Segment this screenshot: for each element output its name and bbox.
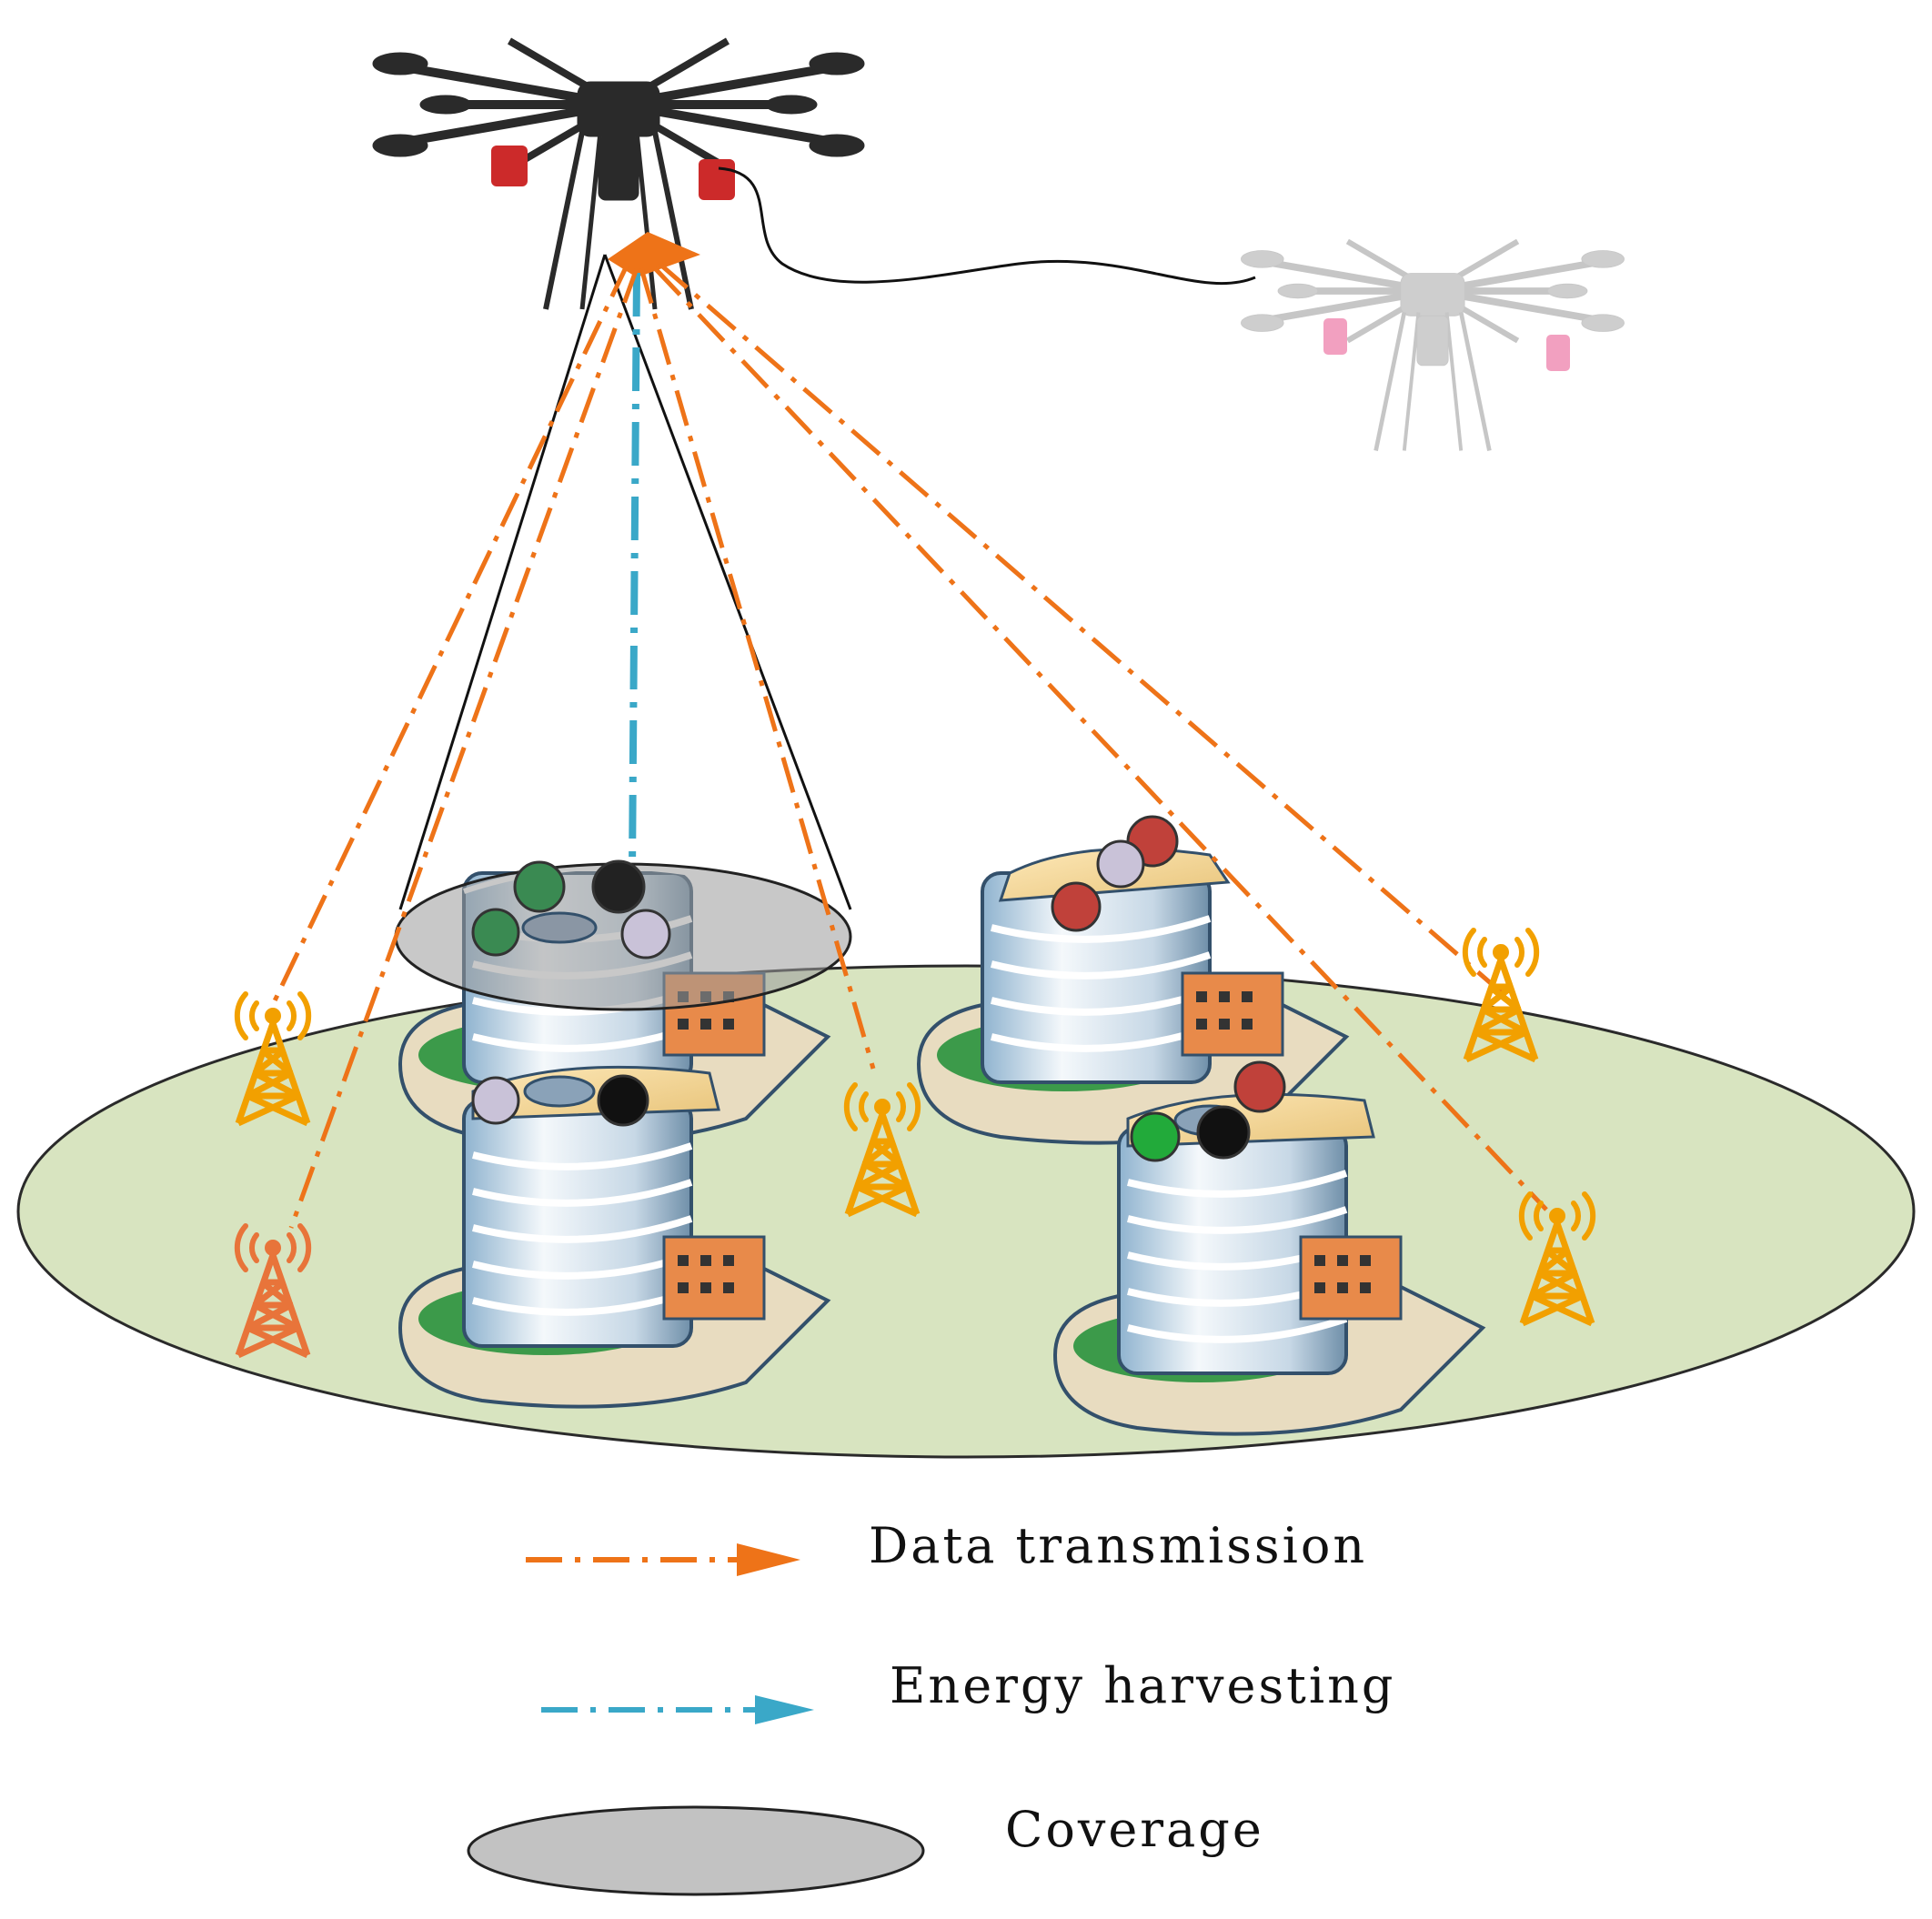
energy-harvesting-beam (629, 272, 640, 874)
ground-user-icon (1051, 881, 1102, 932)
ground-user-icon (591, 859, 646, 914)
ground-user-icon (1196, 1105, 1251, 1160)
secondary-uav-payload (1323, 318, 1570, 371)
ground-user-icon (1130, 1111, 1181, 1162)
coverage-cone-right (603, 254, 852, 910)
legend-energy-harvesting-label: Energy harvesting (890, 1657, 1396, 1714)
coverage-cone-left (398, 254, 607, 910)
office-building-icon (916, 847, 1350, 1145)
legend-data-transmission-line (526, 1543, 800, 1576)
legend-coverage-label: Coverage (1005, 1801, 1264, 1858)
uav-link-cable (718, 166, 1256, 286)
legend-energy-harvesting-line (541, 1695, 814, 1724)
coverage-disc-center (521, 911, 598, 944)
ground-user-icon (1233, 1060, 1286, 1113)
data-transmission-links (266, 262, 1548, 1229)
legend-coverage-swatch (467, 1805, 925, 1896)
ground-user-icon (597, 1074, 649, 1127)
office-building-icon (1052, 1092, 1486, 1436)
legend: Data transmission Energy harvesting Cove… (467, 1517, 1396, 1896)
ground-user-icon (471, 908, 520, 957)
ground-user-icon (471, 1076, 520, 1125)
office-building-icon (397, 1065, 831, 1409)
ground-user-icon (1096, 839, 1145, 889)
legend-data-transmission-label: Data transmission (869, 1517, 1367, 1574)
uav-transmitter-icon (608, 232, 700, 277)
ground-user-icon (513, 860, 566, 913)
ground-users (471, 815, 1286, 1162)
ground-user-icon (620, 909, 671, 960)
